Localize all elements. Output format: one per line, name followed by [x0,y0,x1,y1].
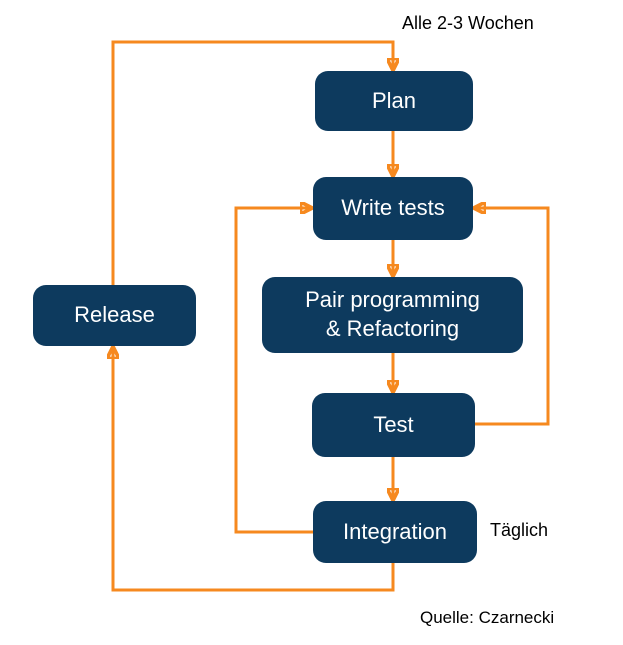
node-release: Release [33,285,196,346]
node-pair-programming-label-line1: Pair programming [305,287,480,313]
edge-integration-to-release [113,350,395,592]
cycle-interval-note: Alle 2-3 Wochen [402,13,534,33]
node-pair-programming-label-line2: & Refactoring [325,316,460,341]
node-plan: Plan [315,71,473,131]
edge-test-to-write-tests [475,208,550,426]
node-release-label: Release [74,302,155,328]
node-pair-programming: Pair programming & Refactoring [262,277,523,353]
daily-note: Täglich [490,520,549,540]
node-integration: Integration [313,501,477,563]
node-plan-label: Plan [371,87,417,113]
node-test-label: Test [373,411,414,437]
node-integration-label: Integration [343,518,447,544]
node-test: Test [312,393,475,457]
node-write-tests-label: Write tests [341,195,445,221]
edge-release-to-plan [111,40,393,285]
source-credit: Quelle: Czarnecki [420,608,555,627]
edge-integration-to-write-tests [234,208,313,534]
node-write-tests: Write tests [313,177,473,240]
